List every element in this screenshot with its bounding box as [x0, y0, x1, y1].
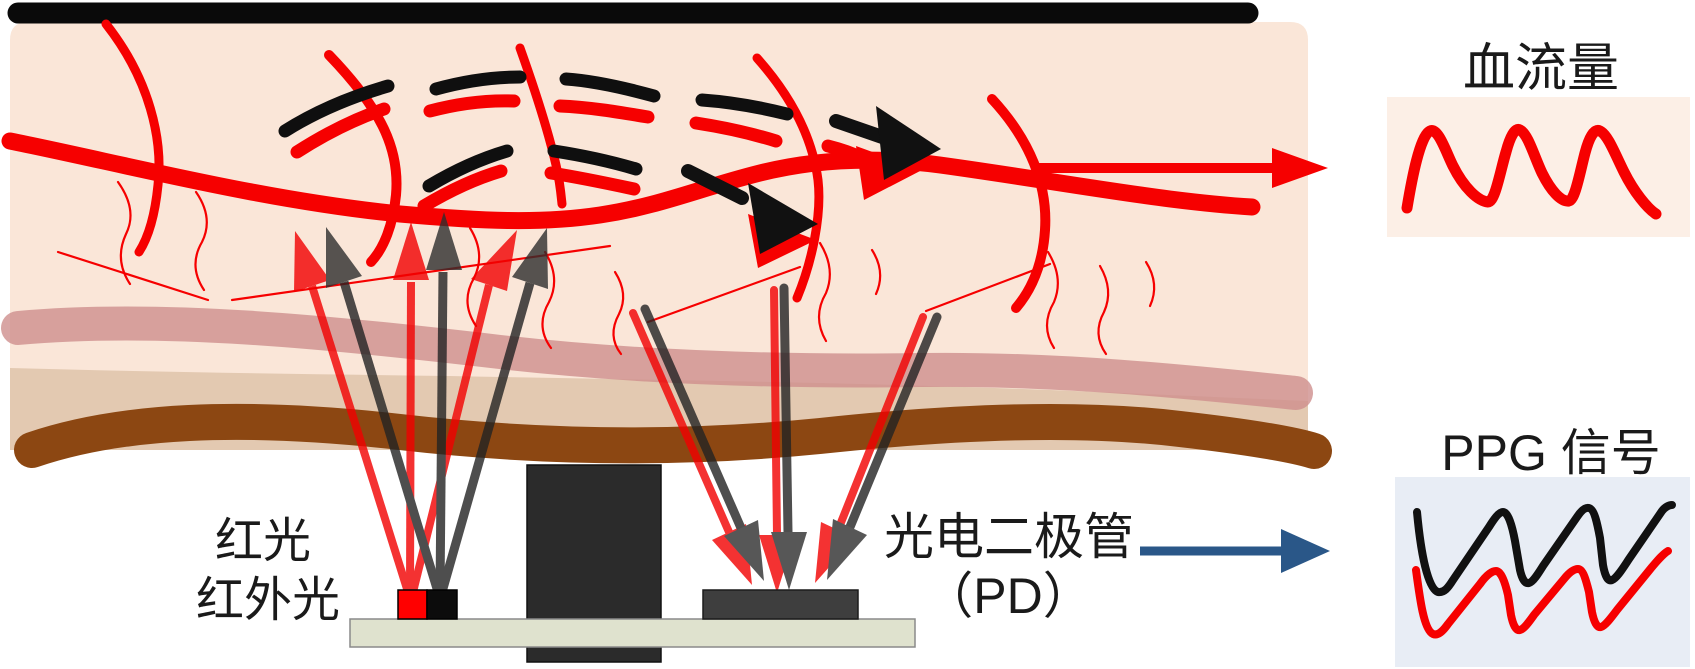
red-led [397, 589, 428, 620]
ppg-arrowhead [1281, 529, 1330, 573]
pulse-dashes [278, 70, 869, 213]
ir-return-rays [640, 283, 942, 590]
flow-black-arrow-shaft [681, 164, 749, 205]
sensor-module [349, 464, 916, 663]
vessel-branch [987, 94, 1051, 313]
ppg-waveform-ir [1413, 501, 1676, 597]
pd-label-line2: （PD） [923, 568, 1092, 624]
ppg-waveform-red [1412, 547, 1672, 639]
led-label-line1: 红光 [215, 515, 311, 568]
pcb-board [349, 618, 916, 648]
black-dashes [278, 70, 794, 193]
led-emitted-rays [294, 212, 548, 594]
deep-brown-layer [14, 403, 1332, 469]
component-labels: 红光 红外光 光电二极管 （PD） [196, 509, 1134, 627]
photodiode-chip [702, 589, 859, 620]
blood-flow-label: 血流量 [1463, 40, 1619, 98]
flow-black-arrowhead [748, 183, 818, 254]
blood-flow-waveform [1401, 124, 1662, 220]
backscattered-rays [629, 283, 942, 593]
vessel-branch [752, 53, 824, 303]
ir-led [426, 589, 458, 620]
blood-flow-panel: 血流量 [1035, 40, 1690, 237]
flow-black-arrowhead [876, 106, 941, 180]
ir-rays [326, 212, 548, 594]
flow-direction-arrows [681, 106, 941, 268]
red-rays [294, 222, 517, 594]
vessel-branch [101, 19, 164, 257]
ppg-signal-label: PPG 信号 [1441, 425, 1660, 481]
red-dashes [290, 94, 869, 213]
muscle-pink-band [1, 306, 1313, 410]
led-label-line2: 红外光 [196, 574, 340, 627]
blood-flow-arrowhead [1272, 148, 1328, 188]
pd-label-line1: 光电二极管 [884, 509, 1134, 565]
ppg-signal-panel: PPG 信号 [1140, 425, 1690, 667]
